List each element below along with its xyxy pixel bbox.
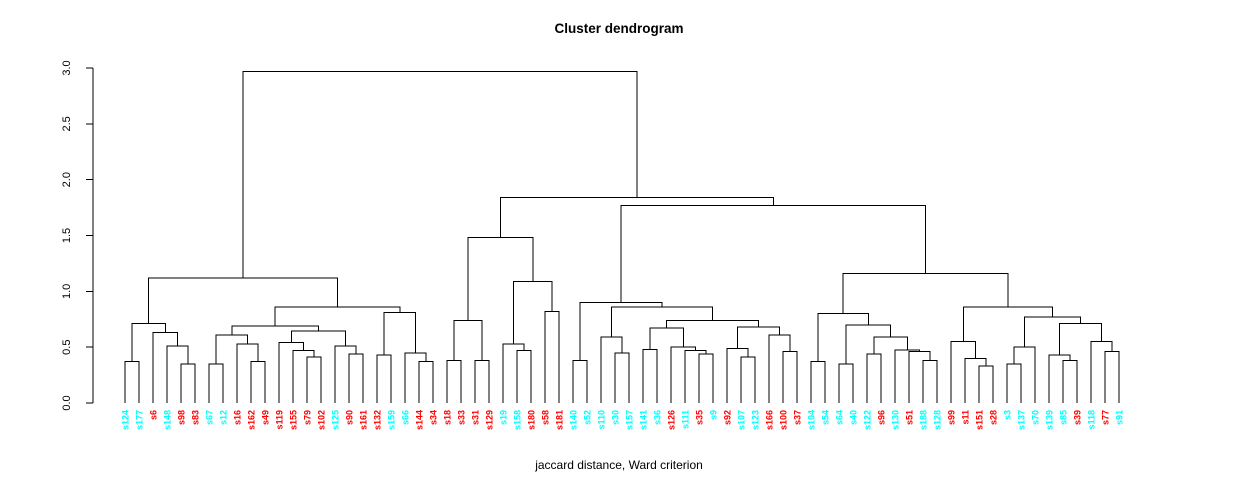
leaf-label: s3 (1003, 410, 1013, 420)
leaf-label: s77 (1101, 410, 1111, 425)
y-tick-label: 1.5 (61, 228, 73, 243)
leaf-label: s99 (947, 410, 957, 425)
leaf-label: s51 (905, 410, 915, 425)
leaf-label: s162 (247, 410, 257, 430)
leaf-label: s9 (709, 410, 719, 420)
y-tick-label: 1.0 (61, 284, 73, 299)
leaf-label: s126 (667, 410, 677, 430)
leaf-label: s54 (821, 410, 831, 425)
y-axis: 0.0 0.5 1.0 1.5 2.0 2.5 3.0 (61, 60, 94, 411)
leaf-label: s139 (1045, 410, 1055, 430)
leaf-label: s12 (219, 410, 229, 425)
leaf-label: s159 (387, 410, 397, 430)
leaf-label: s111 (681, 410, 691, 429)
leaf-label: s144 (415, 410, 425, 430)
leaf-label: s11 (961, 410, 971, 425)
leaf-label: s34 (429, 410, 439, 425)
leaf-label: s49 (261, 410, 271, 425)
leaf-label: s40 (849, 410, 859, 425)
leaf-label: s67 (205, 410, 215, 425)
leaf-label: s123 (751, 410, 761, 430)
leaf-label: s52 (583, 410, 593, 425)
leaf-label: s64 (835, 410, 845, 425)
leaf-label: s141 (639, 410, 649, 430)
y-tick-label: 2.0 (61, 172, 73, 187)
y-tick-label: 0.0 (61, 395, 73, 410)
leaf-label: s66 (401, 410, 411, 425)
leaf-label: s151 (975, 410, 985, 430)
leaf-label: s90 (345, 410, 355, 425)
leaf-label: s28 (989, 410, 999, 425)
leaf-label: s6 (149, 410, 159, 420)
leaf-label: s130 (891, 410, 901, 430)
leaf-label: s140 (569, 410, 579, 430)
leaf-label: s98 (177, 410, 187, 425)
leaf-label: s107 (737, 410, 747, 430)
leaf-label: s158 (513, 410, 523, 430)
leaf-label: s31 (471, 410, 481, 425)
leaf-label: s188 (919, 410, 929, 430)
leaf-label: s96 (877, 410, 887, 425)
leaf-label: s119 (275, 410, 285, 430)
leaf-label: s137 (1017, 410, 1027, 430)
leaf-label: s18 (443, 410, 453, 425)
chart-title: Cluster dendrogram (554, 21, 684, 36)
leaf-label: s180 (527, 410, 537, 430)
leaf-label: s91 (1115, 410, 1125, 425)
leaf-label: s118 (1087, 410, 1097, 430)
leaf-label: s128 (933, 410, 943, 430)
y-tick-label: 3.0 (61, 60, 73, 75)
leaf-label: s58 (541, 410, 551, 425)
leaf-label: s129 (485, 410, 495, 430)
leaf-label: s79 (303, 410, 313, 425)
dendrogram-branches (124, 70, 1120, 403)
leaf-label: s166 (765, 410, 775, 430)
leaf-label: s30 (611, 410, 621, 425)
leaf-label: s37 (793, 410, 803, 425)
leaf-label: s102 (317, 410, 327, 430)
x-axis-label: jaccard distance, Ward criterion (535, 458, 703, 472)
y-tick-label: 0.5 (61, 340, 73, 355)
leaf-label: s100 (779, 410, 789, 430)
leaf-label: s83 (191, 410, 201, 425)
leaf-label: s148 (163, 410, 173, 430)
y-tick-label: 2.5 (61, 116, 73, 131)
leaf-label: s33 (457, 410, 467, 425)
leaf-label: s181 (555, 410, 565, 430)
leaf-label: s122 (863, 410, 873, 430)
leaf-labels: s124 s177 s6 s148 s98 s83 s67 s12 s16 s162 s49 s119… (121, 410, 1125, 430)
leaf-label: s85 (1059, 410, 1069, 425)
leaf-label: s124 (121, 410, 131, 430)
leaf-label: s36 (653, 410, 663, 425)
leaf-label: s125 (331, 410, 341, 430)
leaf-label: s177 (135, 410, 145, 430)
leaf-label: s92 (723, 410, 733, 425)
leaf-label: s39 (1073, 410, 1083, 425)
leaf-label: s104 (807, 410, 817, 430)
leaf-label: s19 (499, 410, 509, 425)
leaf-label: s70 (1031, 410, 1041, 425)
leaf-label: s16 (233, 410, 243, 425)
leaf-label: s110 (597, 410, 607, 430)
leaf-label: s161 (359, 410, 369, 430)
leaf-label: s35 (695, 410, 705, 425)
leaf-label: s132 (373, 410, 383, 430)
leaf-label: s155 (289, 410, 299, 430)
leaf-label: s157 (625, 410, 635, 430)
